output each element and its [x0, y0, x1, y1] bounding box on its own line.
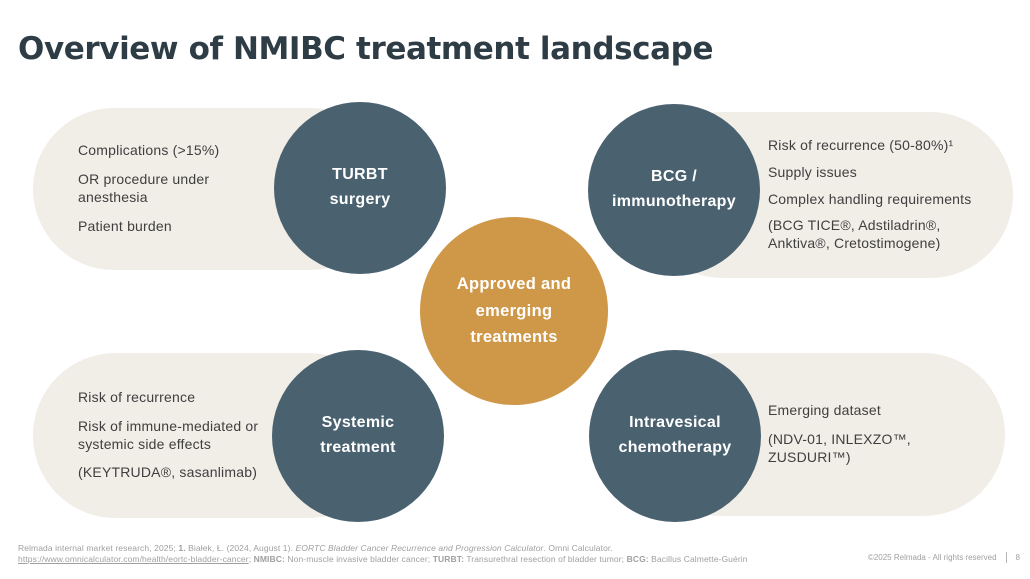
- card-systemic-item: Risk of recurrence: [78, 388, 196, 405]
- card-systemic-circle: Systemic treatment: [272, 350, 444, 522]
- center-hub-label: Approved and emerging treatments: [456, 275, 572, 347]
- copyright-text: ©2025 Relmada - All rights reserved: [867, 553, 997, 562]
- card-bcg-text: Risk of recurrence (50-80%)¹ Supply issu…: [768, 112, 1000, 278]
- footer-text: Non-muscle invasive bladder cancer;: [284, 554, 433, 565]
- card-bcg-item: Supply issues: [768, 163, 857, 180]
- page-title: Overview of NMIBC treatment landscape: [18, 30, 714, 67]
- card-turbt-text: Complications (>15%) OR procedure under …: [78, 108, 240, 270]
- footer-abbr-bcg: BCG:: [626, 554, 649, 565]
- footer-link[interactable]: https://www.omnicalculator.com/health/eo…: [18, 554, 249, 565]
- card-intravesical-item: (NDV-01, INLEXZO™, ZUSDURI™): [768, 431, 911, 465]
- footer-text: ;: [248, 554, 254, 565]
- footer-ref-number: 1.: [178, 543, 186, 553]
- footer-meta: ©2025 Relmada - All rights reserved 8: [868, 552, 1020, 563]
- card-bcg-circle: BCG / immunotherapy: [588, 104, 760, 276]
- card-intravesical-text: Emerging dataset (NDV-01, INLEXZO™, ZUSD…: [768, 353, 930, 516]
- card-bcg-item: Complex handling requirements: [768, 190, 972, 207]
- card-systemic-item: (KEYTRUDA®, sasanlimab): [78, 464, 258, 481]
- footer-abbr-nmibc: NMIBC:: [253, 554, 285, 565]
- footer-text: . Omni Calculator.: [543, 543, 613, 553]
- footer-divider: [1005, 552, 1007, 563]
- card-intravesical-circle: Intravesical chemotherapy: [589, 350, 761, 522]
- footer-abbr-turbt: TURBT:: [432, 554, 465, 565]
- card-intravesical-label: Intravesical chemotherapy: [618, 414, 732, 456]
- card-turbt-label: TURBT surgery: [329, 166, 391, 208]
- card-systemic-item: Risk of immune-mediated or systemic side…: [78, 417, 259, 452]
- card-bcg-label: BCG / immunotherapy: [612, 168, 736, 210]
- footer-references: Relmada internal market research, 2025; …: [18, 543, 848, 565]
- footer-text: Bacillus Calmette-Guérin: [648, 554, 748, 565]
- footer-text: Transurethral resection of bladder tumor…: [464, 554, 627, 565]
- card-turbt-item: Patient burden: [78, 217, 172, 234]
- footer-line1: Relmada internal market research, 2025; …: [18, 543, 848, 554]
- card-systemic-label: Systemic treatment: [320, 414, 396, 456]
- card-bcg-item: (BCG TICE®, Adstiladrin®, Anktiva®, Cret…: [768, 217, 941, 252]
- page-number: 8: [1015, 553, 1020, 562]
- card-systemic-text: Risk of recurrence Risk of immune-mediat…: [78, 353, 260, 518]
- card-turbt-item: OR procedure under anesthesia: [78, 171, 210, 205]
- footer-line2: https://www.omnicalculator.com/health/eo…: [18, 554, 848, 565]
- card-turbt-item: Complications (>15%): [78, 142, 220, 159]
- card-bcg-item: Risk of recurrence (50-80%)¹: [768, 136, 954, 153]
- footer-text: Relmada internal market research, 2025;: [18, 543, 179, 553]
- center-hub-circle: Approved and emerging treatments: [420, 217, 608, 405]
- footer-citation-title: EORTC Bladder Cancer Recurrence and Prog…: [295, 543, 544, 553]
- footer-text: Białek, Ł. (2024, August 1).: [185, 543, 296, 553]
- card-intravesical-item: Emerging dataset: [768, 402, 881, 419]
- card-turbt-circle: TURBT surgery: [274, 102, 446, 274]
